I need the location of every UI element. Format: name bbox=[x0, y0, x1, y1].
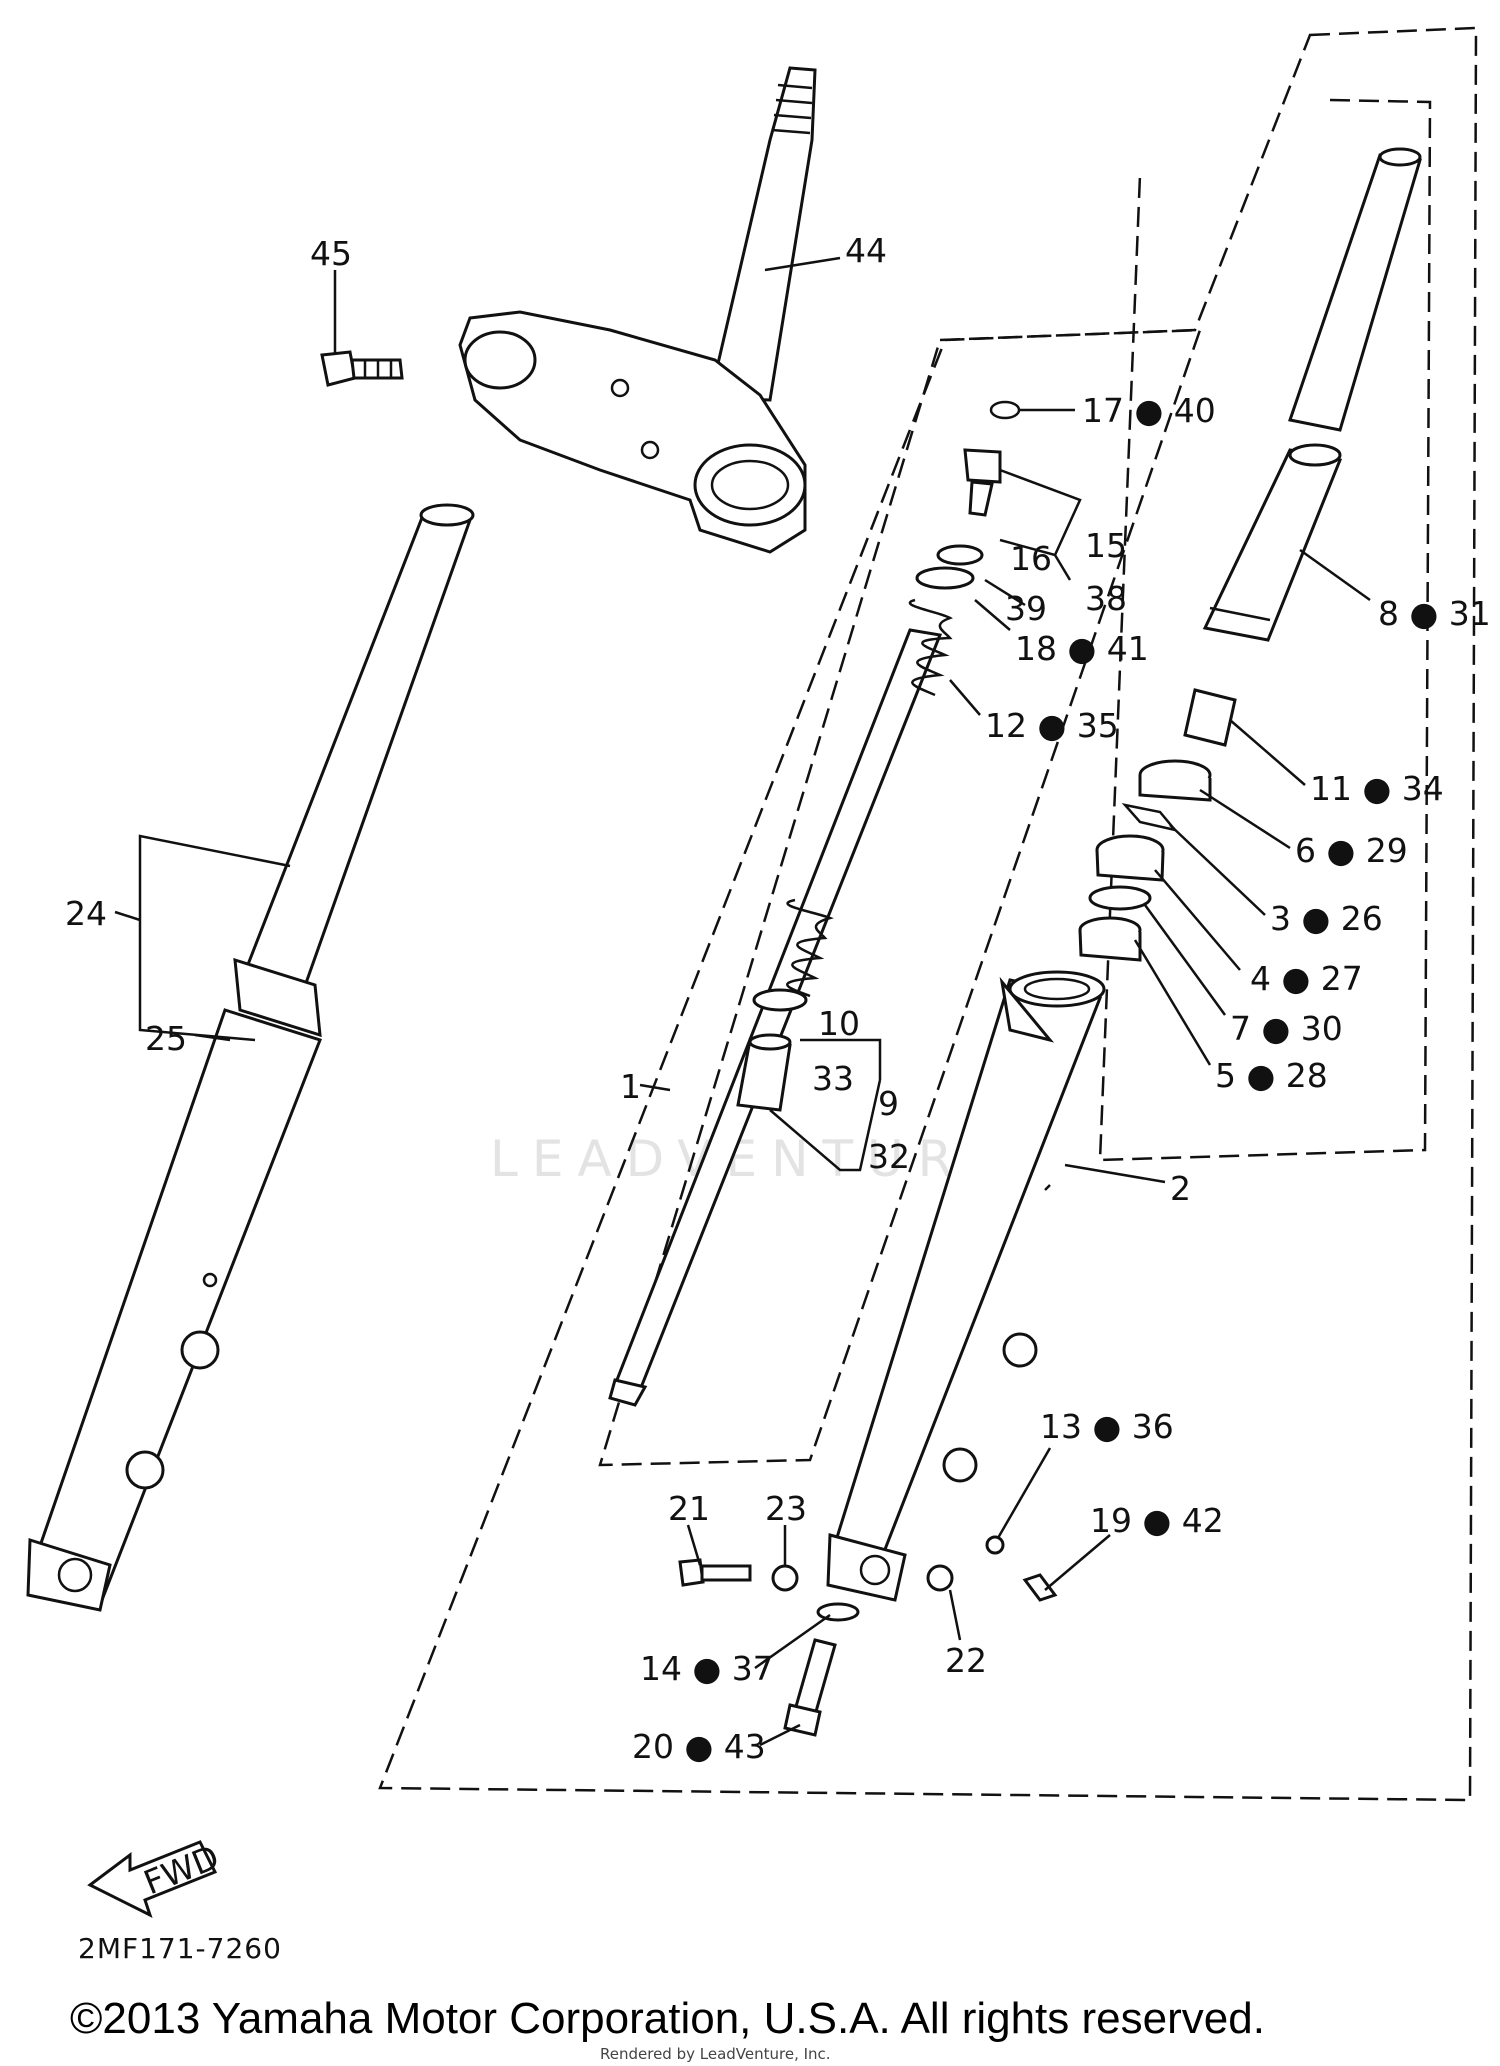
assembly-outline bbox=[378, 26, 1478, 1802]
label-6-29: 6 ● 29 bbox=[1295, 831, 1408, 870]
left-fork-assembly bbox=[26, 503, 475, 1612]
gasket-14 bbox=[816, 1602, 860, 1622]
under-bracket bbox=[458, 310, 807, 554]
label-7-30: 7 ● 30 bbox=[1230, 1009, 1343, 1048]
label-3-26: 3 ● 26 bbox=[1270, 899, 1383, 938]
snap-ring-17 bbox=[989, 400, 1021, 420]
label-23: 23 bbox=[765, 1489, 807, 1528]
label-5-28: 5 ● 28 bbox=[1215, 1056, 1328, 1095]
label-22: 22 bbox=[945, 1641, 987, 1680]
label-1: 1 bbox=[620, 1067, 641, 1106]
screw-19 bbox=[1022, 1573, 1058, 1602]
fork-spring-12 bbox=[908, 598, 953, 697]
leader-lines bbox=[114, 256, 1371, 1747]
washers bbox=[915, 544, 984, 590]
part-labels: 45 44 17 ● 40 16 15 38 39 18 ● 41 8 ● 31… bbox=[65, 231, 1491, 1766]
label-44: 44 bbox=[845, 231, 887, 270]
seat-10 bbox=[752, 988, 808, 1012]
dust-seal-6 bbox=[1138, 759, 1212, 802]
label-14-37: 14 ● 37 bbox=[640, 1649, 774, 1688]
label-8-31: 8 ● 31 bbox=[1378, 594, 1491, 633]
damper-rod bbox=[608, 628, 943, 1407]
drawing-code: 2MF171-7260 bbox=[78, 1932, 282, 1965]
collar-11 bbox=[1183, 688, 1237, 747]
bolt-45 bbox=[320, 350, 404, 387]
label-11-34: 11 ● 34 bbox=[1310, 769, 1444, 808]
label-32: 32 bbox=[868, 1137, 910, 1176]
washer-13 bbox=[985, 1535, 1005, 1555]
inner-tube bbox=[1202, 147, 1422, 642]
label-15: 15 bbox=[1085, 526, 1127, 565]
label-21: 21 bbox=[668, 1489, 710, 1528]
label-18-41: 18 ● 41 bbox=[1015, 629, 1149, 668]
inner-tube-group-outline bbox=[1098, 98, 1432, 1162]
label-19-42: 19 ● 42 bbox=[1090, 1501, 1224, 1540]
damper-group-outline bbox=[598, 328, 1202, 1467]
label-10: 10 bbox=[818, 1004, 860, 1043]
label-9: 9 bbox=[878, 1084, 899, 1123]
label-38: 38 bbox=[1085, 579, 1127, 618]
nut-23 bbox=[771, 1564, 799, 1592]
damper-piece-9 bbox=[736, 1033, 792, 1112]
bushing-5 bbox=[1078, 916, 1142, 962]
cap-bolt bbox=[963, 448, 1002, 517]
label-45: 45 bbox=[310, 234, 352, 273]
copyright-notice: ©2013 Yamaha Motor Corporation, U.S.A. A… bbox=[70, 1994, 1265, 2043]
washer-7 bbox=[1088, 885, 1152, 911]
render-credit: Rendered by LeadVenture, Inc. bbox=[600, 2045, 831, 2063]
label-2: 2 bbox=[1170, 1169, 1191, 1208]
clip-3 bbox=[1121, 803, 1179, 833]
bolt-20 bbox=[783, 1638, 837, 1737]
label-16: 16 bbox=[1010, 539, 1052, 578]
nut-22 bbox=[926, 1564, 954, 1592]
label-12-35: 12 ● 35 bbox=[985, 706, 1119, 745]
label-4-27: 4 ● 27 bbox=[1250, 959, 1363, 998]
label-25: 25 bbox=[145, 1019, 187, 1058]
bolt-21 bbox=[678, 1558, 752, 1587]
fwd-arrow: FWD bbox=[87, 1837, 224, 1918]
label-24: 24 bbox=[65, 894, 107, 933]
oil-seal-4 bbox=[1095, 834, 1165, 882]
steering-stem bbox=[708, 66, 817, 402]
label-39: 39 bbox=[1005, 589, 1047, 628]
label-17-40: 17 ● 40 bbox=[1082, 391, 1216, 430]
fwd-arrow-text: FWD bbox=[138, 1837, 224, 1902]
label-20-43: 20 ● 43 bbox=[632, 1727, 766, 1766]
label-33: 33 bbox=[812, 1059, 854, 1098]
label-13-36: 13 ● 36 bbox=[1040, 1407, 1174, 1446]
rebound-spring-10 bbox=[786, 898, 834, 998]
outer-tube bbox=[826, 970, 1106, 1602]
